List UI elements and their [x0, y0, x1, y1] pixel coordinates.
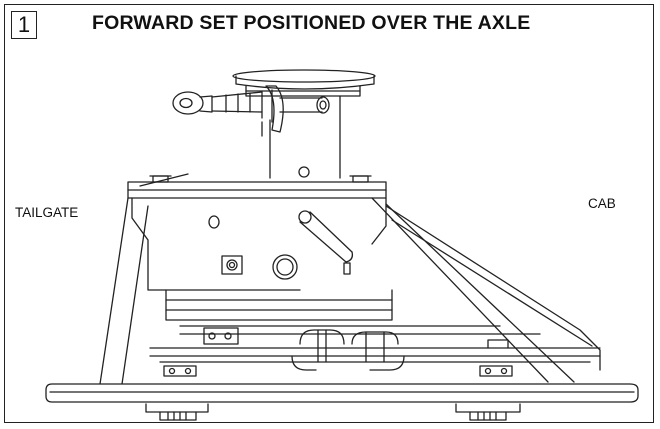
step-number-box: 1 — [11, 11, 37, 39]
mounting-studs — [146, 404, 520, 420]
saddle-plate — [128, 176, 386, 198]
rail-assembly — [150, 290, 600, 362]
pivot-body — [132, 198, 386, 290]
figure-frame — [4, 4, 654, 423]
release-handle — [173, 86, 329, 132]
tailgate-label: TAILGATE — [15, 205, 79, 220]
cab-label: CAB — [588, 196, 616, 211]
hitch-post — [262, 96, 340, 178]
base-plate — [46, 384, 638, 402]
figure-title: FORWARD SET POSITIONED OVER THE AXLE — [92, 12, 531, 34]
rail-clamps — [164, 328, 512, 376]
left-leg — [100, 174, 188, 384]
right-leg — [372, 198, 600, 382]
step-number: 1 — [17, 12, 31, 37]
hitch-head — [233, 70, 375, 96]
